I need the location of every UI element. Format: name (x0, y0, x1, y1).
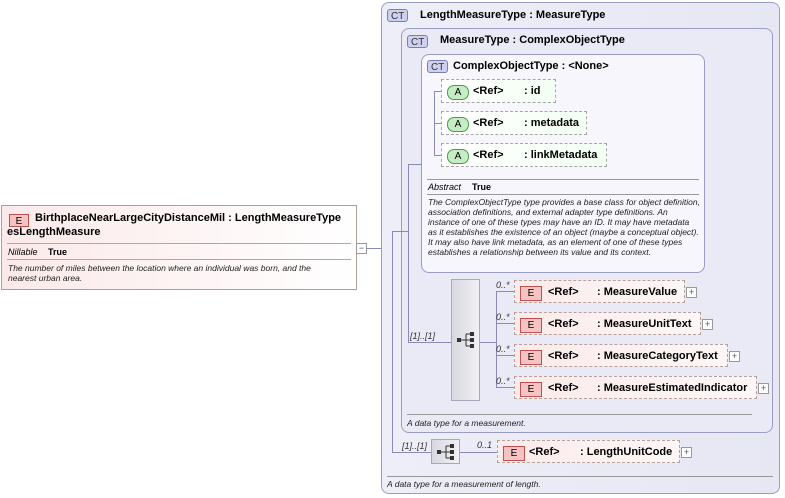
attribute-ref: <Ref> (473, 85, 504, 97)
divider (407, 414, 752, 415)
abstract-value: True (472, 182, 492, 192)
ct-badge: CT (407, 35, 429, 48)
sequence-icon (437, 444, 454, 460)
divider (427, 194, 699, 195)
element-multiplicity: 0..* (496, 280, 510, 290)
attribute-ref: <Ref> (473, 117, 504, 129)
element-badge: E (9, 214, 29, 227)
element-name: : MeasureEstimatedIndicator (597, 382, 748, 394)
nillable-value: True (48, 247, 68, 257)
measure-type-title: MeasureType : ComplexObjectType (440, 34, 625, 46)
element-length-unit-code[interactable]: E <Ref> : LengthUnitCode (497, 440, 680, 463)
element-multiplicity: 0..* (496, 376, 510, 386)
element-ref: <Ref> (529, 446, 560, 458)
main-element-box[interactable]: E BirthplaceNearLargeCityDistanceMil : L… (1, 205, 357, 290)
element-badge: E (520, 350, 542, 365)
ct-badge: CT (387, 9, 409, 22)
element-ref: <Ref> (548, 318, 579, 330)
connector-line (496, 387, 514, 388)
measure-type-description: A data type for a measurement. (407, 418, 526, 428)
sequence-compositor[interactable] (451, 279, 480, 401)
element-measure-unit-text[interactable]: E <Ref> : MeasureUnitText (514, 312, 701, 335)
attribute-badge: A (447, 149, 469, 164)
plus-icon[interactable]: + (686, 287, 697, 298)
attribute-id[interactable]: A <Ref> : id (441, 79, 556, 103)
divider (7, 243, 351, 244)
abstract-label: Abstract (428, 182, 462, 192)
element-badge: E (503, 446, 525, 461)
connector-line (392, 231, 408, 232)
divider (7, 259, 351, 260)
element-multiplicity: 0..* (496, 344, 510, 354)
connector-line (496, 355, 514, 356)
attribute-linkmetadata[interactable]: A <Ref> : linkMetadata (441, 143, 607, 167)
divider (427, 179, 699, 180)
connector-line (408, 164, 409, 342)
element-ref: <Ref> (548, 286, 579, 298)
length-measure-type-title: LengthMeasureType : MeasureType (420, 9, 606, 21)
connector-line (408, 342, 451, 343)
connector-line (496, 323, 514, 324)
element-ref: <Ref> (548, 350, 579, 362)
element-measure-estimated-indicator[interactable]: E <Ref> : MeasureEstimatedIndicator (514, 376, 757, 399)
ct-badge: CT (427, 60, 449, 73)
connector-line (392, 231, 393, 452)
complex-object-type-description: The ComplexObjectType type provides a ba… (428, 197, 700, 257)
connector-line (434, 123, 444, 124)
sequence-compositor[interactable] (431, 439, 460, 464)
plus-icon[interactable]: + (681, 447, 692, 458)
main-element-description: The number of miles between the location… (8, 263, 311, 283)
attribute-metadata[interactable]: A <Ref> : metadata (441, 111, 587, 135)
connector-line (434, 91, 444, 92)
attribute-name: : metadata (524, 117, 580, 129)
element-ref: <Ref> (548, 382, 579, 394)
attribute-badge: A (447, 117, 469, 132)
connector-line (434, 155, 444, 156)
element-name: : MeasureUnitText (597, 318, 692, 330)
connector-line (366, 248, 392, 249)
divider (387, 476, 773, 477)
connector-line (496, 291, 497, 387)
attribute-badge: A (447, 85, 469, 100)
plus-icon[interactable]: + (758, 383, 769, 394)
element-multiplicity: 0..1 (477, 440, 493, 450)
sequence-cardinality: [1]..[1] (402, 441, 428, 451)
element-name: : MeasureValue (597, 286, 678, 298)
element-multiplicity: 0..* (496, 312, 510, 322)
element-badge: E (520, 382, 542, 397)
sequence-cardinality: [1]..[1] (410, 331, 436, 341)
connector-line (460, 452, 497, 453)
connector-line (496, 291, 514, 292)
length-measure-type-description: A data type for a measurement of length. (387, 479, 541, 489)
element-name: : LengthUnitCode (580, 446, 673, 458)
connector-line (480, 342, 496, 343)
sequence-icon (457, 332, 474, 348)
connector-line (392, 452, 431, 453)
attribute-name: : linkMetadata (524, 149, 598, 161)
plus-icon[interactable]: + (729, 351, 740, 362)
element-badge: E (520, 318, 542, 333)
complex-object-type-title: ComplexObjectType : <None> (453, 60, 609, 72)
element-name: : MeasureCategoryText (597, 350, 718, 362)
attribute-ref: <Ref> (473, 149, 504, 161)
connector-line (408, 164, 422, 165)
attribute-name: : id (524, 85, 541, 97)
nillable-label: Nillable (8, 247, 38, 257)
element-badge: E (520, 286, 542, 301)
main-element-title: BirthplaceNearLargeCityDistanceMil : Len… (35, 212, 342, 224)
element-measure-value[interactable]: E <Ref> : MeasureValue (514, 280, 685, 303)
main-element-title-cont: esLengthMeasure (7, 226, 101, 238)
element-measure-category-text[interactable]: E <Ref> : MeasureCategoryText (514, 344, 728, 367)
plus-icon[interactable]: + (702, 319, 713, 330)
